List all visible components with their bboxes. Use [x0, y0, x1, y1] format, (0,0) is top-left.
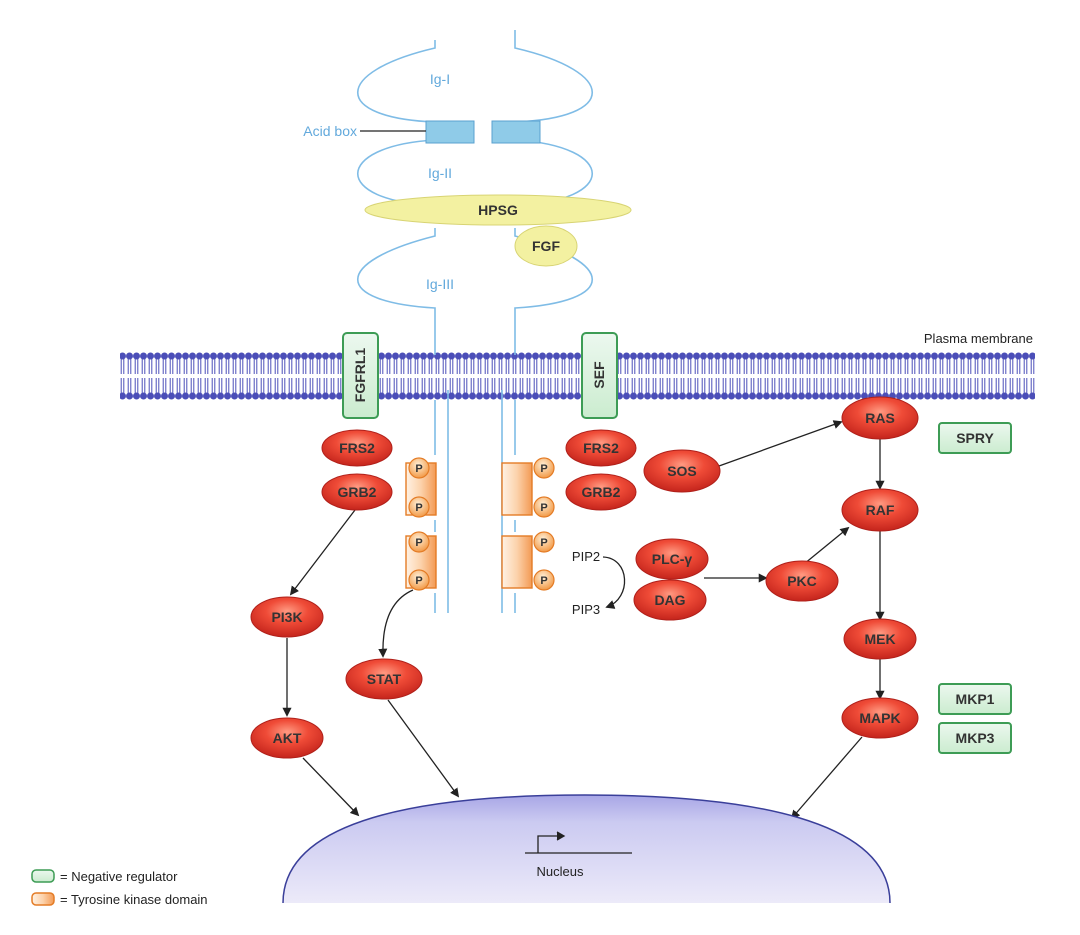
mkp3-regulator [938, 722, 1012, 754]
phosphate-label: P [540, 537, 547, 549]
legend-tyrosine-swatch [31, 892, 55, 906]
acid-box-right [491, 120, 541, 144]
signaling-molecules [250, 396, 919, 759]
akt-label: AKT [273, 730, 302, 746]
mkp3-label: MKP3 [956, 730, 995, 746]
mapk-label: MAPK [859, 710, 900, 726]
mkp1-label: MKP1 [956, 691, 995, 707]
acid-box-label: Acid box [303, 123, 357, 139]
phosphate-label: P [540, 463, 547, 475]
raf-label: RAF [866, 502, 895, 518]
ig-ii-label: Ig-II [428, 165, 452, 181]
plasma-membrane [120, 352, 1035, 400]
legend-tyrosine-label: = Tyrosine kinase domain [60, 892, 208, 907]
frs2-right-label: FRS2 [583, 440, 619, 456]
phosphate-groups [408, 457, 555, 591]
ras-label: RAS [865, 410, 895, 426]
legend-negative-swatch [31, 869, 55, 883]
tyrosine-kinase-domains [405, 462, 533, 589]
fgf-ligand [514, 225, 578, 267]
fgf-receptor-extracellular [356, 30, 594, 613]
fgf-label: FGF [532, 238, 560, 254]
plc-gamma-label: PLC-γ [652, 551, 693, 567]
hpsg-ellipse [364, 194, 632, 226]
grb2-right-label: GRB2 [582, 484, 621, 500]
phosphate-label: P [415, 463, 422, 475]
pi3k-label: PI3K [271, 609, 302, 625]
fgfrl1-regulator [342, 332, 379, 419]
dag-label: DAG [654, 592, 685, 608]
mkp1-regulator [938, 683, 1012, 715]
phosphate-label: P [540, 575, 547, 587]
spry-regulator [938, 422, 1012, 454]
plasma-membrane-label: Plasma membrane [924, 331, 1033, 346]
phosphate-label: P [415, 575, 422, 587]
acid-box-left [425, 120, 475, 144]
spry-label: SPRY [956, 430, 994, 446]
grb2-left-label: GRB2 [338, 484, 377, 500]
sos-label: SOS [667, 463, 697, 479]
sef-label: SEF [591, 361, 607, 389]
ig-iii-label: Ig-III [426, 276, 454, 292]
pip2-label: PIP2 [572, 549, 600, 564]
nucleus-label: Nucleus [537, 864, 584, 879]
phosphate-label: P [415, 502, 422, 514]
fgfrl1-label: FGFRL1 [352, 348, 368, 403]
mek-label: MEK [864, 631, 895, 647]
nucleus [282, 794, 891, 904]
transcription-start-icon [525, 831, 632, 854]
frs2-left-label: FRS2 [339, 440, 375, 456]
phosphate-label: P [415, 537, 422, 549]
pkc-label: PKC [787, 573, 817, 589]
pathway-arrows [282, 420, 885, 820]
sef-regulator [581, 332, 618, 419]
hpsg-label: HPSG [478, 202, 518, 218]
pip3-label: PIP3 [572, 602, 600, 617]
stat-label: STAT [367, 671, 402, 687]
ig-i-label: Ig-I [430, 71, 450, 87]
phosphate-label: P [540, 502, 547, 514]
legend-negative-label: = Negative regulator [60, 869, 178, 884]
